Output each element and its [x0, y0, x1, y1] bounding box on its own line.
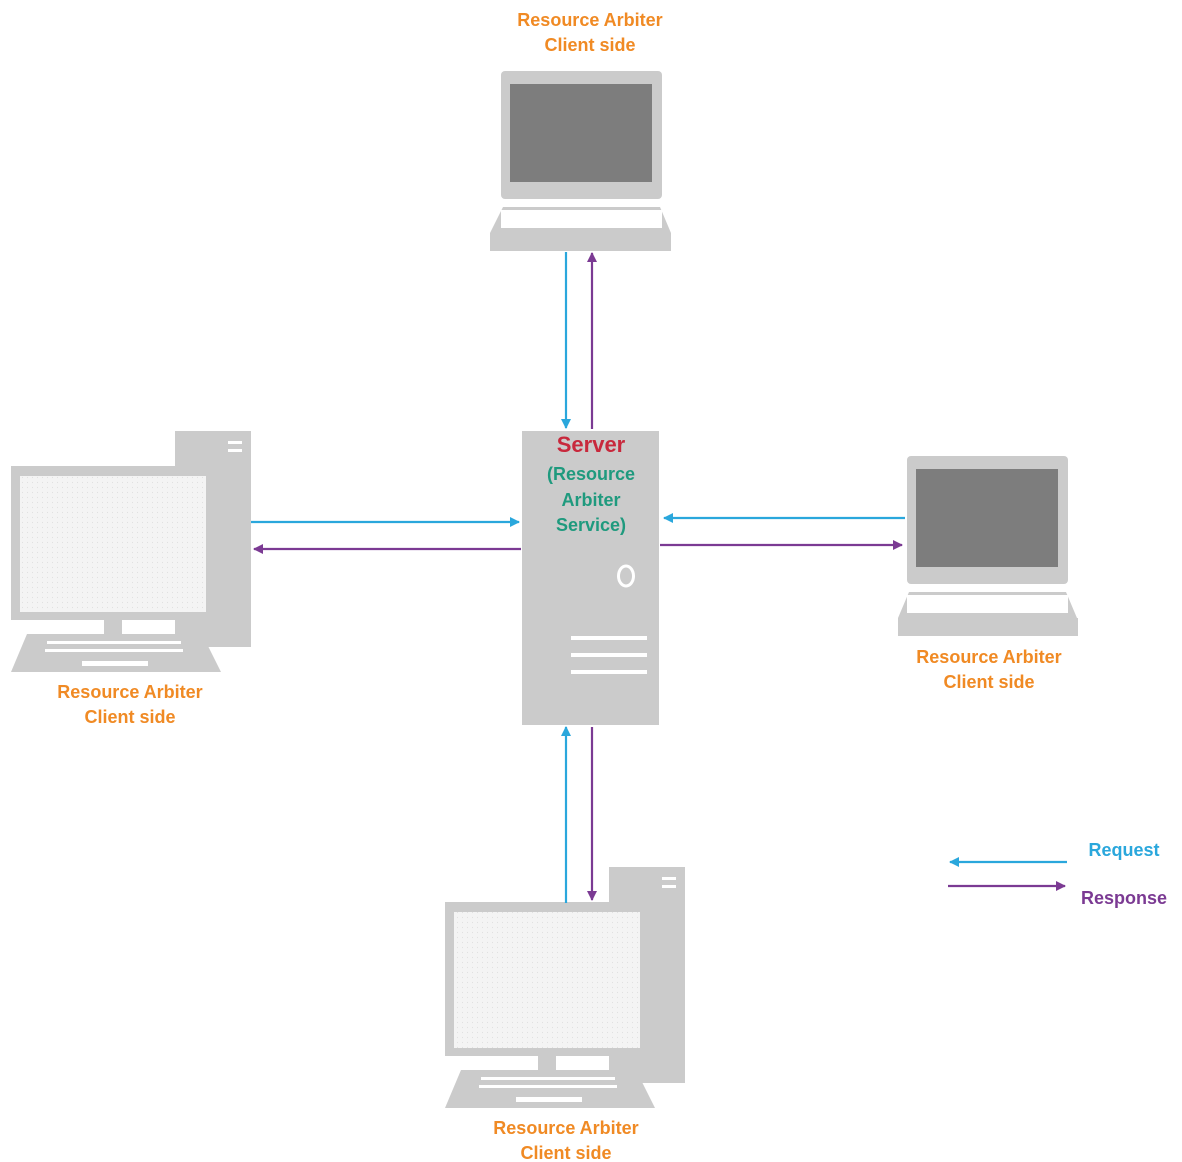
server-subtitle-line-1: (Resource	[547, 464, 635, 484]
desktop-bottom-icon	[445, 867, 685, 1108]
client-label-top-line-1: Resource Arbiter	[517, 10, 662, 30]
legend-response-label: Response	[1081, 888, 1167, 908]
client-label-right-line-2: Client side	[943, 672, 1034, 692]
server-subtitle-line-3: Service)	[556, 515, 626, 535]
laptop-right-icon	[898, 456, 1078, 636]
client-label-bottom-line-2: Client side	[520, 1143, 611, 1162]
legend: Request Response	[948, 840, 1167, 908]
client-label-left-line-1: Resource Arbiter	[57, 682, 202, 702]
client-label-right-line-1: Resource Arbiter	[916, 647, 1061, 667]
client-label-top-line-2: Client side	[544, 35, 635, 55]
desktop-left-icon	[11, 431, 251, 672]
client-label-left-line-2: Client side	[84, 707, 175, 727]
response-arrows	[253, 252, 903, 901]
server-title: Server	[557, 432, 626, 457]
server-tower-icon	[522, 431, 659, 725]
request-arrows	[251, 252, 905, 903]
legend-request-label: Request	[1088, 840, 1159, 860]
laptop-top-icon	[490, 71, 671, 251]
server-subtitle-line-2: Arbiter	[561, 490, 620, 510]
client-label-bottom-line-1: Resource Arbiter	[493, 1118, 638, 1138]
